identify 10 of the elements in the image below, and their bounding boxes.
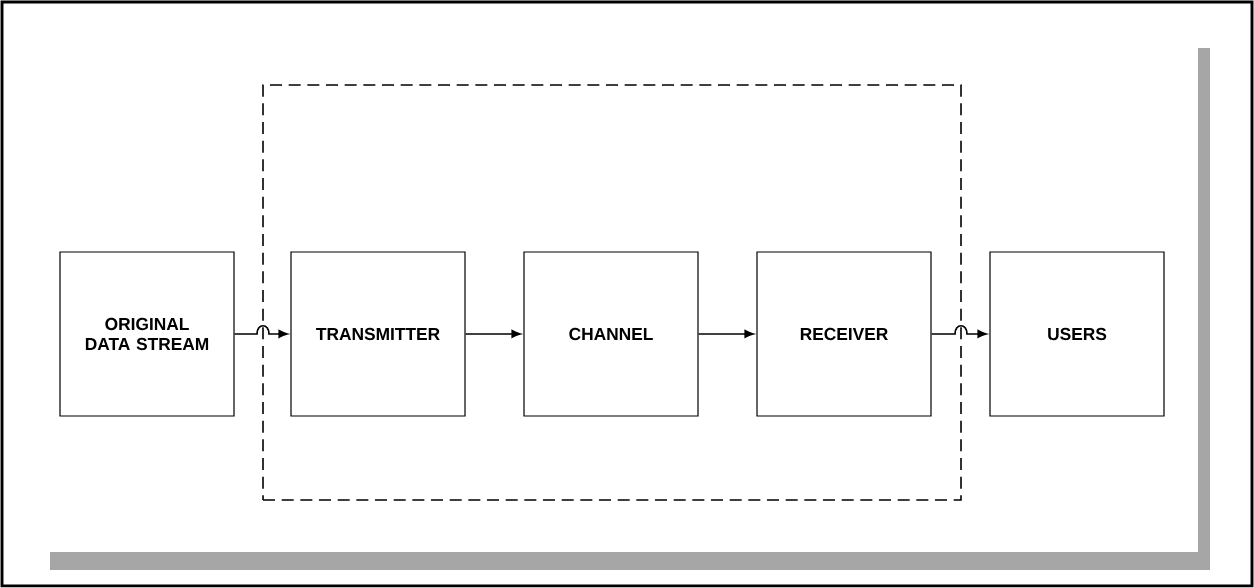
process-box: USERS xyxy=(989,251,1165,417)
process-box: ORIGINAL DATA STREAM xyxy=(59,251,235,417)
arrow xyxy=(464,330,521,338)
arrow xyxy=(930,324,987,338)
process-box: TRANSMITTER xyxy=(290,251,466,417)
process-box: CHANNEL xyxy=(523,251,699,417)
dashed-boundary xyxy=(262,84,962,501)
arrow xyxy=(697,330,754,338)
arrow xyxy=(233,324,288,338)
process-box: RECEIVER xyxy=(756,251,932,417)
